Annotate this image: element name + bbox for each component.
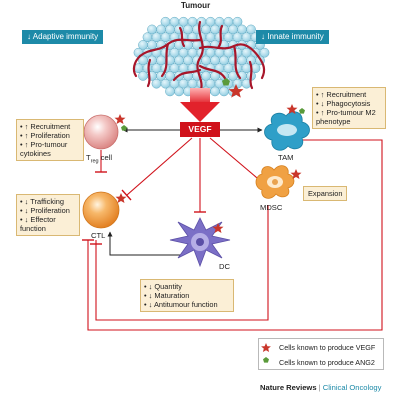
mdsc-effects-callout: Expansion: [303, 186, 347, 201]
treg-label: Treg cell: [86, 153, 113, 165]
tam-callout-line: • ↑ Recruitment: [316, 90, 367, 99]
tumour-label: Tumour: [181, 1, 211, 10]
journal-credit: Nature Reviews | Clinical Oncology: [260, 383, 381, 392]
tumour-cell: [138, 71, 148, 81]
treg-cell: [83, 114, 127, 150]
tumour-cell: [174, 86, 184, 97]
dc-effects-callout: • ↓ Quantity• ↓ Maturation• ↓ Antitumour…: [140, 279, 234, 312]
tumour-cell: [151, 78, 162, 89]
mdsc-label: MDSC: [260, 203, 283, 212]
tumour-vessels: [132, 20, 266, 94]
tam-cell: [264, 104, 310, 151]
vegf-inhibits-ctl: [126, 137, 193, 196]
innate-immunity-banner: ↓ Innate immunity: [256, 30, 329, 44]
tam-vegf-star: [286, 104, 298, 114]
treg-callout-line: cytokines: [20, 149, 51, 158]
treg-callout-line: • ↑ Pro-tumour: [20, 140, 68, 149]
adaptive-immunity-banner: ↓ Adaptive immunity: [22, 30, 104, 44]
tumour-cell: [232, 16, 243, 27]
dc-label: DC: [219, 262, 230, 271]
ctl-callout-line: • ↓ Effector: [20, 215, 56, 224]
treg-vegf-star: [114, 114, 126, 124]
tumour-to-vegf-arrow: [180, 88, 220, 122]
dc-cell: [169, 217, 231, 268]
mdsc-inhibits-ctl: [95, 205, 269, 321]
legend-vegf-star-icon: [261, 343, 271, 352]
tam-label: TAM: [278, 153, 294, 162]
credit-separator: |: [316, 383, 323, 392]
ctl-callout-line: function: [20, 224, 46, 233]
tumour-vegf-star-marker: [228, 84, 244, 98]
ctl-vegf-star: [115, 193, 127, 203]
tumour-ang2-marker: [222, 78, 230, 86]
legend-vegf-row: Cells known to produce VEGF: [259, 341, 383, 354]
tumour-cell: [219, 86, 229, 97]
tam-callout-line: • ↑ Pro-tumour M2: [316, 108, 376, 117]
dc-callout-line: • ↓ Antitumour function: [144, 300, 218, 309]
legend-symbols: [261, 343, 271, 363]
dc-to-ctl-arrow: [107, 231, 180, 256]
tumour-cell: [246, 24, 256, 35]
mdsc-callout-line: Expansion: [308, 189, 343, 198]
legend-vegf-text: Cells known to produce VEGF: [279, 343, 376, 352]
dc-callout-line: • ↓ Maturation: [144, 291, 190, 300]
vegf-to-mdsc-arrow: [209, 137, 264, 184]
ctl-callout-line: • ↓ Trafficking: [20, 197, 64, 206]
ctl-effects-callout: • ↓ Trafficking• ↓ Proliferation• ↓ Effe…: [16, 194, 80, 236]
tumour-cell: [165, 86, 175, 97]
ctl-cell: [82, 191, 127, 229]
tumour: [132, 16, 270, 97]
mdsc-cell: [255, 165, 302, 199]
treg-ang2-marker: [121, 125, 127, 131]
legend-ang2-text: Cells known to produce ANG2: [279, 358, 375, 367]
treg-callout-line: • ↑ Recruitment: [20, 122, 71, 131]
publisher-name: Nature Reviews: [260, 383, 317, 392]
treg-effects-callout: • ↑ Recruitment• ↑ Proliferation• ↑ Pro-…: [16, 119, 84, 161]
mdsc-vegf-star: [290, 169, 302, 179]
legend: Cells known to produce VEGF Cells known …: [258, 338, 384, 370]
vegf-box: VEGF: [180, 122, 220, 137]
ctl-callout-line: • ↓ Proliferation: [20, 206, 70, 215]
tam-ang2-marker: [299, 108, 305, 114]
treg-callout-line: • ↑ Proliferation: [20, 131, 70, 140]
tumour-cell: [210, 86, 220, 97]
ctl-label: CTL: [91, 231, 106, 240]
legend-ang2-row: Cells known to produce ANG2: [259, 356, 383, 369]
tam-inhibits-ctl: [87, 139, 383, 331]
tam-callout-line: • ↓ Phagocytosis: [316, 99, 371, 108]
journal-name: Clinical Oncology: [322, 383, 382, 392]
dc-callout-line: • ↓ Quantity: [144, 282, 182, 291]
tam-effects-callout: • ↑ Recruitment• ↓ Phagocytosis• ↑ Pro-t…: [312, 87, 386, 129]
dc-vegf-star: [212, 223, 224, 233]
tam-callout-line: phenotype: [316, 117, 351, 126]
tumour-cell: [259, 47, 270, 58]
legend-ang2-pentagon-icon: [263, 357, 269, 363]
